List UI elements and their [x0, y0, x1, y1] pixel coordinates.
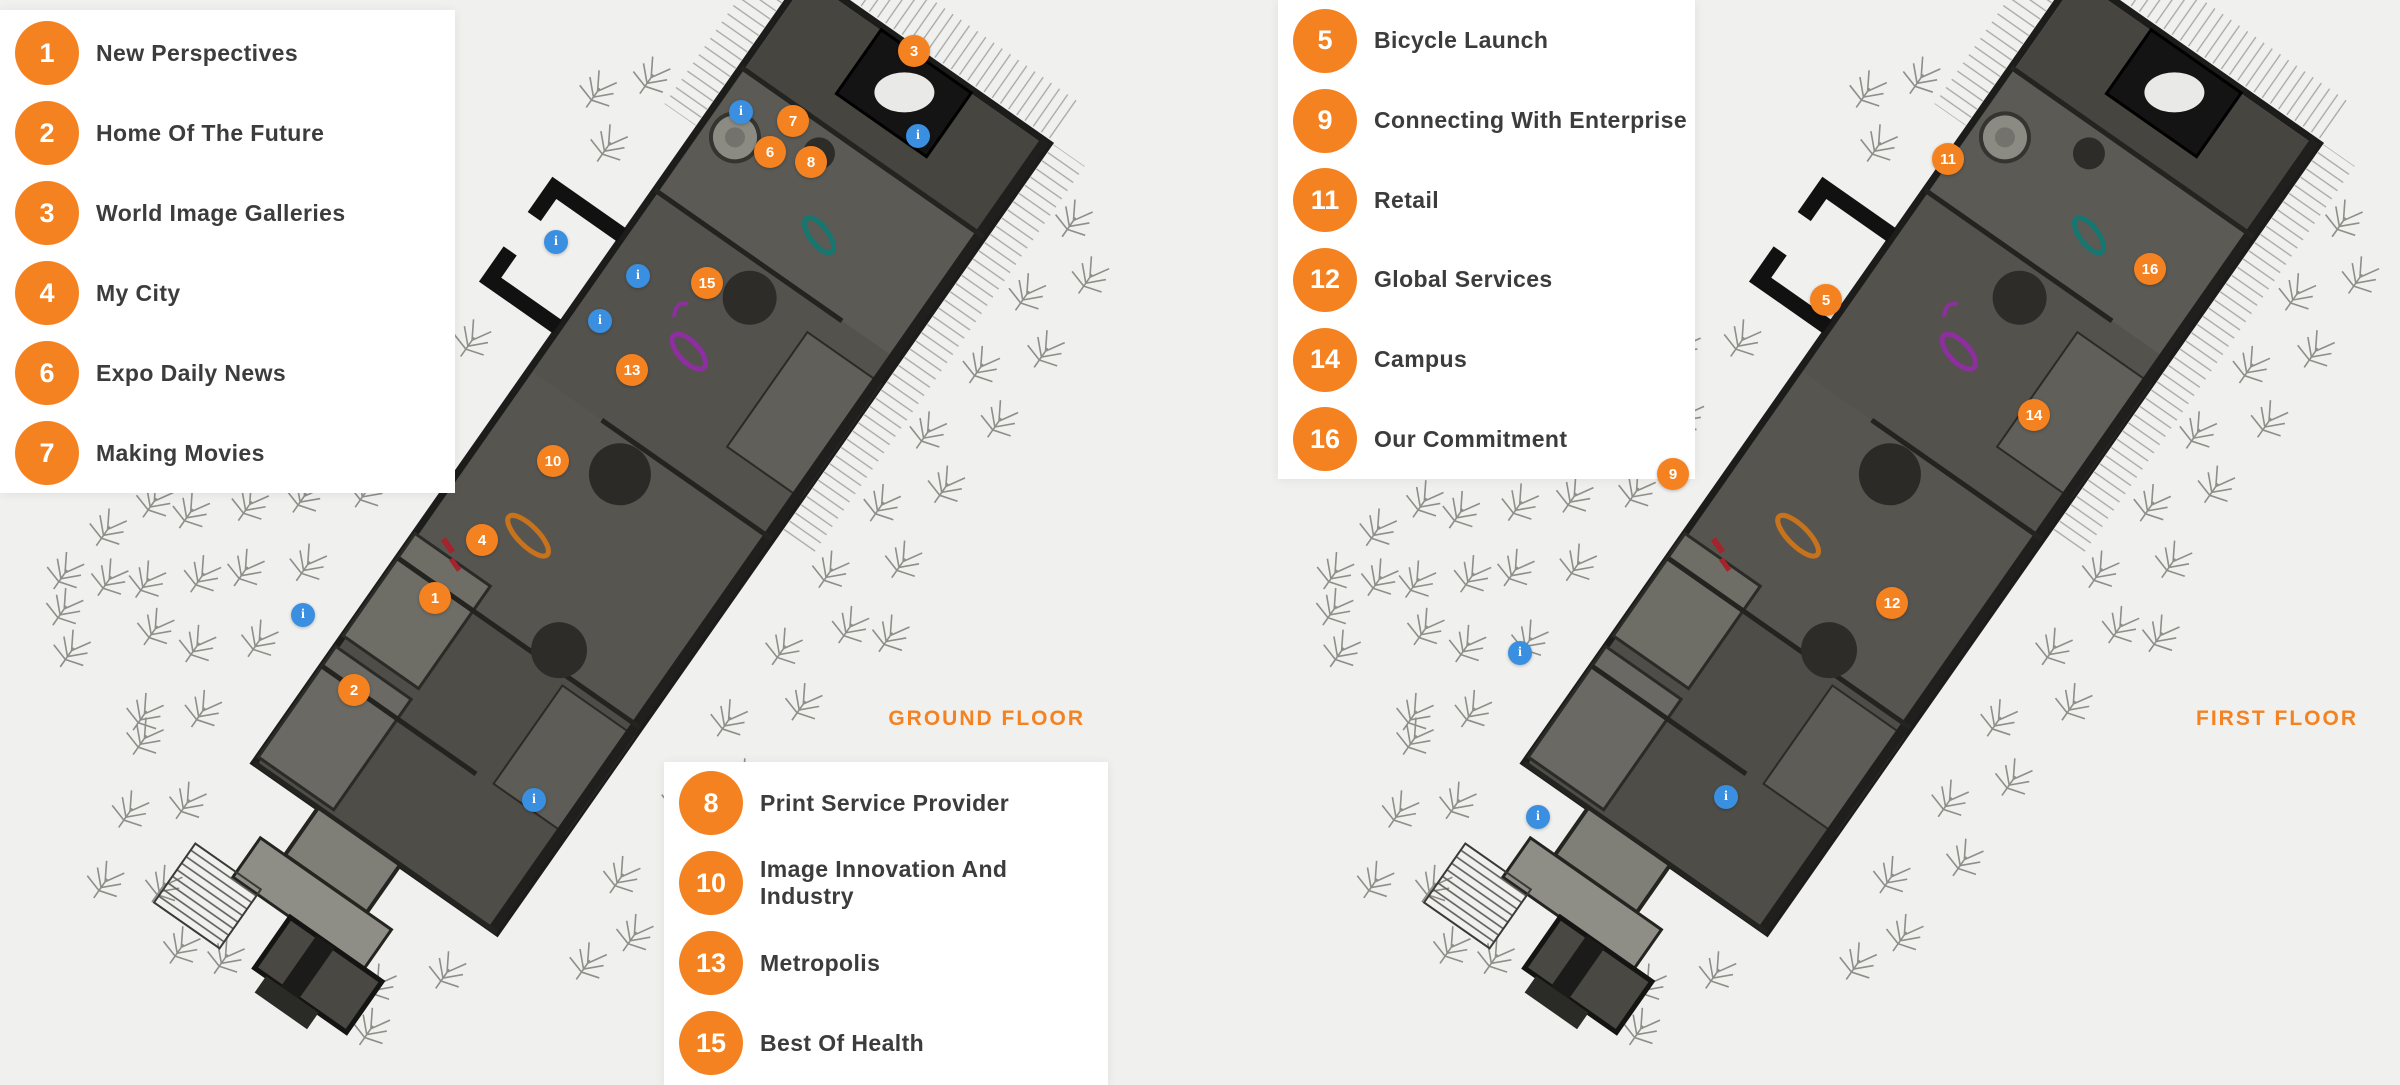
exhibit-marker-14[interactable]: 14	[2018, 399, 2050, 431]
exhibit-number-badge: 8	[679, 771, 743, 835]
exhibit-label: Connecting With Enterprise	[1374, 107, 1688, 133]
exhibit-number-badge: 12	[1293, 247, 1357, 312]
exhibit-marker-12[interactable]: 12	[1876, 587, 1908, 619]
exhibit-number-badge: 10	[679, 851, 743, 915]
legend-item[interactable]: 13 Metropolis	[664, 923, 1108, 1003]
exhibit-label: Our Commitment	[1374, 425, 1568, 452]
exhibit-marker-16[interactable]: 16	[2134, 253, 2166, 285]
exhibit-label: Campus	[1374, 346, 1468, 373]
legend-item[interactable]: 15 Best Of Health	[664, 1003, 1108, 1083]
exhibit-number-badge: 1	[15, 21, 79, 85]
info-marker[interactable]: i	[588, 309, 612, 333]
legend-item[interactable]: 6 Expo Daily News	[0, 333, 455, 413]
info-marker[interactable]: i	[906, 124, 930, 148]
exhibit-marker-15[interactable]: 15	[691, 267, 723, 299]
exhibit-number-badge: 15	[679, 1011, 743, 1075]
exhibit-label: Best Of Health	[760, 1029, 925, 1056]
exhibit-marker-1[interactable]: 1	[419, 582, 451, 614]
info-marker[interactable]: i	[1714, 785, 1738, 809]
legend-item[interactable]: 11 Retail	[1278, 160, 1695, 240]
info-marker[interactable]: i	[626, 264, 650, 288]
first-floor-label: FIRST FLOOR	[2196, 707, 2358, 730]
legend-item[interactable]: 8 Print Service Provider	[664, 763, 1108, 843]
info-marker[interactable]: i	[729, 100, 753, 124]
exhibit-number-badge: 3	[15, 181, 79, 245]
info-marker[interactable]: i	[522, 788, 546, 812]
legend-item[interactable]: 5 Bicycle Launch	[1278, 1, 1695, 81]
exhibit-number-badge: 13	[679, 931, 743, 995]
exhibit-label: My City	[96, 279, 181, 306]
exhibit-marker-5[interactable]: 5	[1810, 284, 1842, 316]
exhibit-marker-13[interactable]: 13	[616, 354, 648, 386]
legend-ground-floor-bottom: 8 Print Service Provider 10 Image Innovatio…	[664, 762, 1108, 1085]
info-marker[interactable]: i	[1508, 641, 1532, 665]
exhibit-label: Print Service Provider	[760, 789, 1010, 816]
exhibit-marker-6[interactable]: 6	[754, 136, 786, 168]
legend-ground-floor-top: 1 New Perspectives 2 Home Of The Future 3 Wor…	[0, 10, 455, 493]
exhibit-marker-4[interactable]: 4	[466, 524, 498, 556]
exhibit-number-badge: 5	[1293, 8, 1357, 73]
exhibit-number-badge: 9	[1293, 88, 1357, 153]
exhibit-marker-10[interactable]: 10	[537, 445, 569, 477]
exhibit-number-badge: 7	[15, 421, 79, 485]
exhibit-label: Metropolis	[760, 949, 881, 976]
ground-floor-label: GROUND FLOOR	[888, 707, 1085, 730]
legend-item[interactable]: 4 My City	[0, 253, 455, 333]
exhibit-marker-3[interactable]: 3	[898, 35, 930, 67]
exhibit-number-badge: 14	[1293, 327, 1357, 392]
exhibit-label: World Image Galleries	[96, 199, 346, 226]
legend-item[interactable]: 1 New Perspectives	[0, 13, 455, 93]
exhibit-marker-2[interactable]: 2	[338, 674, 370, 706]
exhibit-label: Bicycle Launch	[1374, 27, 1549, 54]
exhibit-label: Home Of The Future	[96, 119, 325, 146]
exhibit-number-badge: 6	[15, 341, 79, 405]
exhibit-label: Expo Daily News	[96, 359, 287, 386]
exhibit-label: Global Services	[1374, 266, 1553, 293]
exhibit-marker-11[interactable]: 11	[1932, 143, 1964, 175]
legend-item[interactable]: 3 World Image Galleries	[0, 173, 455, 253]
legend-item[interactable]: 12 Global Services	[1278, 240, 1695, 320]
exhibit-label: Retail	[1374, 186, 1440, 213]
exhibit-marker-9[interactable]: 9	[1657, 458, 1689, 490]
info-marker[interactable]: i	[544, 230, 568, 254]
legend-item[interactable]: 14 Campus	[1278, 320, 1695, 400]
exhibit-number-badge: 4	[15, 261, 79, 325]
exhibit-label: Image Innovation And Industry	[760, 856, 1008, 909]
exhibit-marker-7[interactable]: 7	[777, 105, 809, 137]
legend-item[interactable]: 2 Home Of The Future	[0, 93, 455, 173]
exhibit-number-badge: 11	[1293, 168, 1357, 233]
legend-item[interactable]: 9 Connecting With Enterprise	[1278, 81, 1695, 161]
legend-item[interactable]: 16 Our Commitment	[1278, 399, 1695, 479]
exhibit-number-badge: 2	[15, 101, 79, 165]
legend-first-floor: 5 Bicycle Launch 9 Connecting With Enterpri…	[1278, 0, 1695, 479]
info-marker[interactable]: i	[1526, 805, 1550, 829]
exhibit-number-badge: 16	[1293, 407, 1357, 472]
legend-item[interactable]: 7 Making Movies	[0, 413, 455, 493]
info-marker[interactable]: i	[291, 603, 315, 627]
exhibit-label: Making Movies	[96, 439, 265, 466]
exhibit-label: New Perspectives	[96, 39, 299, 66]
exhibit-marker-8[interactable]: 8	[795, 146, 827, 178]
legend-item[interactable]: 10 Image Innovation And Industry	[664, 843, 1108, 923]
